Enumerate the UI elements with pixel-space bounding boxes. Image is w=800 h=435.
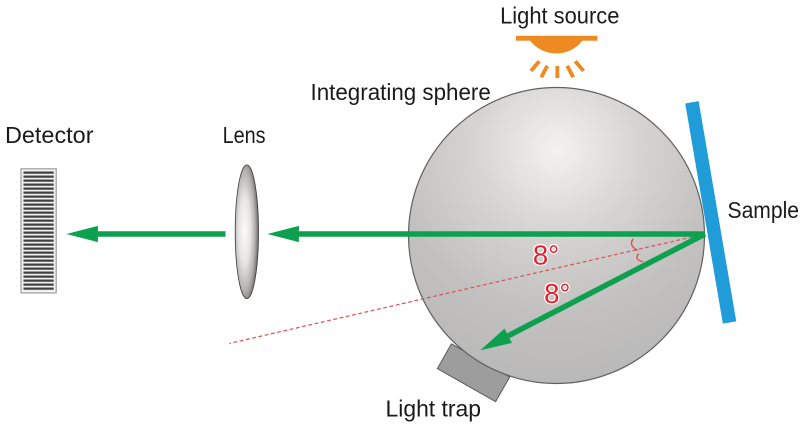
svg-text:Detector: Detector — [5, 122, 94, 148]
svg-text:Light source: Light source — [500, 3, 619, 29]
svg-text:Integrating sphere: Integrating sphere — [311, 79, 491, 105]
svg-text:Sample: Sample — [728, 197, 800, 223]
svg-text:Lens: Lens — [223, 122, 266, 148]
svg-text:Light trap: Light trap — [386, 396, 482, 422]
svg-text:8°: 8° — [533, 239, 559, 270]
svg-text:8°: 8° — [544, 278, 570, 309]
